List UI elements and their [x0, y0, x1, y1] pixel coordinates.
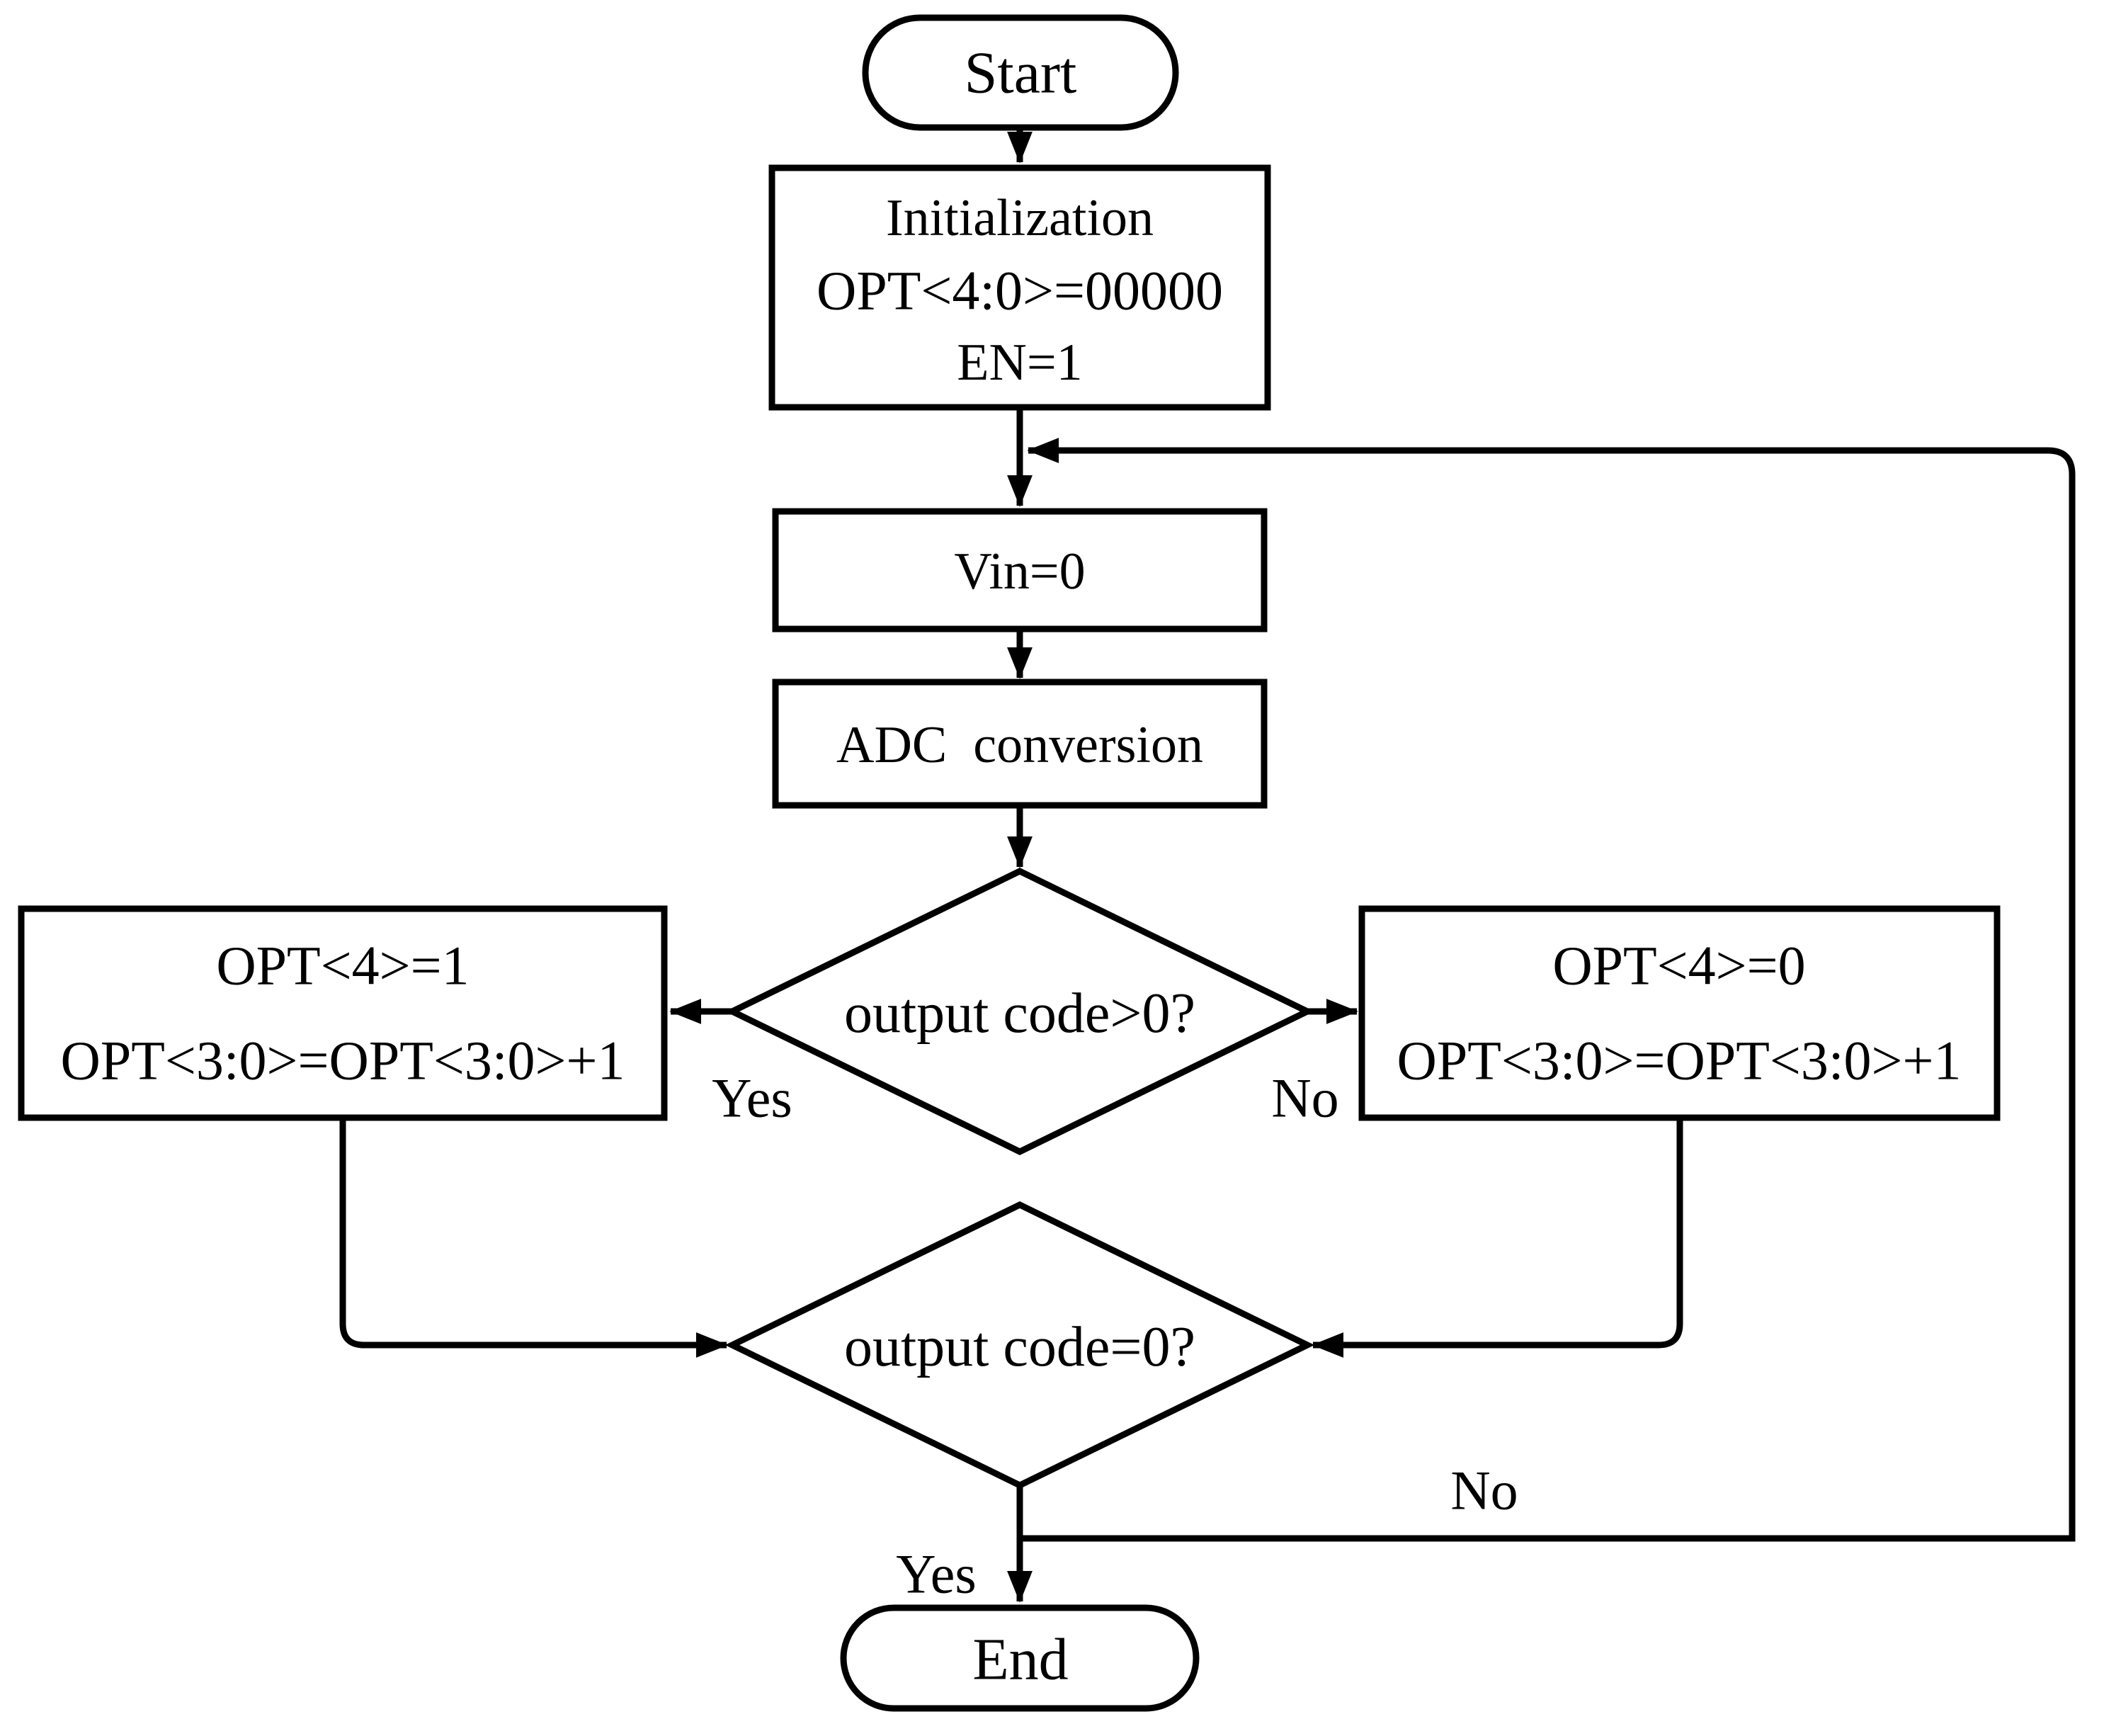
- initialization-node: [768, 164, 1271, 411]
- decision-output-eq0: [724, 1201, 1315, 1490]
- decision1-no-label: No: [1271, 1067, 1338, 1129]
- initialization-opt-line: OPT<4:0>=00000: [817, 260, 1223, 322]
- decision2-no-label: No: [1450, 1460, 1518, 1521]
- decision1-yes-label: Yes: [712, 1067, 792, 1129]
- opt-yes-box: [18, 905, 668, 1121]
- vin-node: [772, 508, 1268, 632]
- opt-no-box: [1358, 905, 2001, 1121]
- opt-no-line1: OPT<4>=0: [1552, 935, 1805, 997]
- start-label: Start: [965, 40, 1077, 106]
- initialization-en-line: EN=1: [957, 334, 1082, 392]
- decision-output-gt0-label: output code>0?: [844, 982, 1195, 1045]
- edge-feedback-loop: [1020, 438, 2076, 1542]
- opt-yes-line1: OPT<4>=1: [216, 935, 469, 997]
- adc-node: [772, 679, 1268, 809]
- initialization-title: Initialization: [886, 189, 1154, 247]
- decision-output-gt0: [724, 867, 1315, 1156]
- opt-no-line2: OPT<3:0>=OPT<3:0>+1: [1397, 1030, 1962, 1091]
- start-node: [862, 14, 1179, 131]
- adc-label: ADC conversion: [836, 716, 1203, 774]
- opt-yes-line2: OPT<3:0>=OPT<3:0>+1: [61, 1030, 625, 1091]
- decision-output-eq0-label: output code=0?: [844, 1316, 1195, 1378]
- decision2-yes-label: Yes: [896, 1543, 977, 1605]
- edge-nobox-to-decision2: [1312, 1118, 1683, 1358]
- vin-label: Vin=0: [954, 543, 1085, 601]
- end-label: End: [972, 1627, 1068, 1693]
- end-node: [840, 1604, 1200, 1712]
- edge-yesbox-to-decision2: [339, 1118, 728, 1358]
